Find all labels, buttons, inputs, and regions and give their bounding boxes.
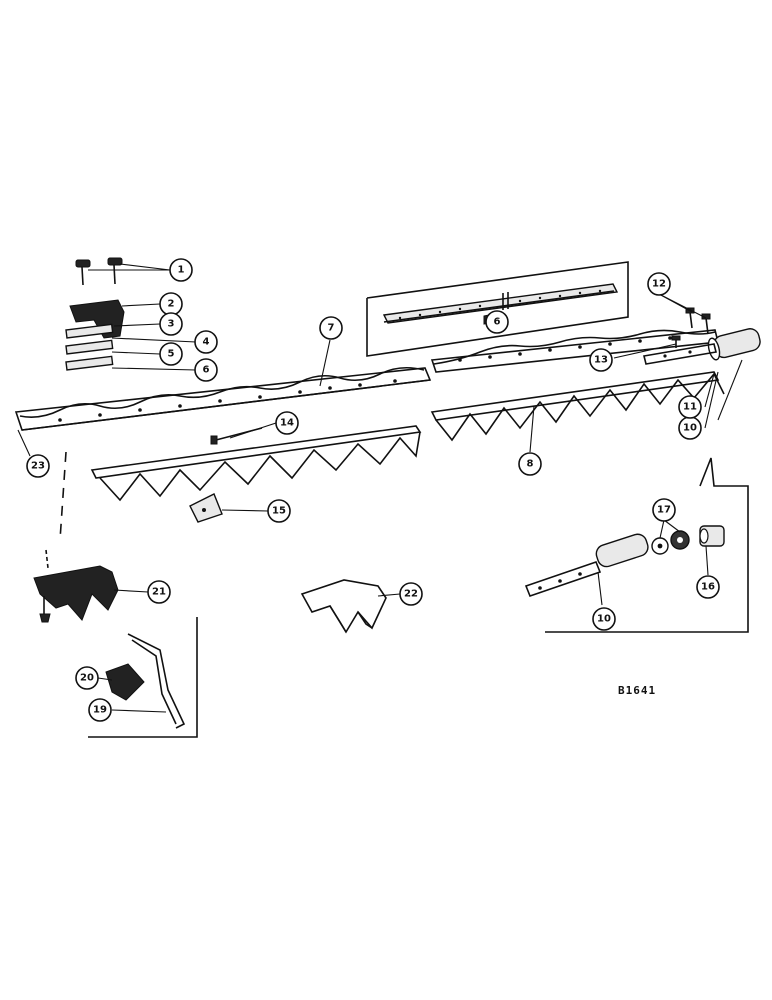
alignment-line [59, 451, 67, 541]
callout-10-b: 10 [592, 607, 616, 631]
leader-lines [17, 263, 743, 713]
callout-2: 2 [159, 292, 183, 316]
svg-text:6: 6 [494, 317, 501, 328]
knife-head-bolts [671, 307, 711, 348]
clip-bolts [75, 257, 123, 286]
knife-back-rivets [398, 289, 602, 320]
callout-23: 23 [26, 454, 50, 478]
callout-8: 8 [518, 452, 542, 476]
guard-assembly-22 [300, 579, 387, 634]
knife-sections-right [430, 371, 725, 442]
callout-6-inset: 6 [485, 310, 509, 334]
callout-17: 17 [652, 498, 676, 522]
svg-text:10: 10 [683, 423, 697, 434]
callout-7: 7 [319, 316, 343, 340]
svg-text:16: 16 [701, 582, 715, 593]
svg-text:5: 5 [168, 349, 175, 360]
guard-plate-20 [105, 663, 145, 701]
callout-21: 21 [147, 580, 171, 604]
svg-text:19: 19 [93, 705, 107, 716]
svg-text:6: 6 [203, 365, 210, 376]
inset-frame-right [545, 457, 749, 633]
callout-15: 15 [267, 499, 291, 523]
inset-frame-top [366, 261, 629, 357]
svg-text:14: 14 [280, 418, 294, 429]
callout-11: 11 [678, 395, 702, 419]
svg-text:12: 12 [652, 279, 666, 290]
svg-text:1: 1 [178, 265, 185, 276]
svg-text:11: 11 [683, 402, 697, 413]
knife-head-bearing [699, 525, 725, 547]
knife-sections-left [90, 425, 422, 502]
bushings [651, 530, 690, 555]
callout-14: 14 [275, 411, 299, 435]
callout-20: 20 [75, 666, 99, 690]
cutter-bar-left [14, 366, 432, 431]
callout-5: 5 [159, 342, 183, 366]
callout-22: 22 [399, 582, 423, 606]
svg-text:7: 7 [328, 323, 335, 334]
svg-text:15: 15 [272, 506, 286, 517]
svg-text:23: 23 [31, 461, 45, 472]
callout-19: 19 [88, 698, 112, 722]
svg-text:21: 21 [152, 587, 166, 598]
svg-text:2: 2 [168, 299, 175, 310]
knife-head-assembly [643, 328, 761, 365]
callout-1: 1 [169, 258, 193, 282]
callout-16: 16 [696, 575, 720, 599]
inset-frame-bottom-left [88, 617, 198, 738]
drawing-code: B1641 [618, 684, 657, 697]
svg-text:4: 4 [203, 337, 210, 348]
svg-text:22: 22 [404, 589, 418, 600]
callout-12: 12 [647, 272, 671, 296]
svg-text:20: 20 [80, 673, 94, 684]
pitman-arm-insert [524, 533, 649, 598]
svg-text:17: 17 [657, 505, 671, 516]
cutter-bar-left-bolts [58, 379, 397, 422]
svg-text:10: 10 [597, 614, 611, 625]
guard-assembly-21 [33, 549, 119, 623]
svg-text:8: 8 [527, 459, 534, 470]
svg-text:13: 13 [594, 355, 608, 366]
svg-text:3: 3 [168, 319, 175, 330]
rod-19 [127, 633, 186, 729]
callout-3: 3 [159, 312, 183, 336]
cutter-bar-right-bolts [458, 336, 672, 362]
clip-shims [65, 323, 114, 371]
callout-10-a: 10 [678, 416, 702, 440]
callout-13: 13 [589, 348, 613, 372]
callout-6: 6 [194, 358, 218, 382]
callout-4: 4 [194, 330, 218, 354]
wear-plate [189, 493, 223, 523]
